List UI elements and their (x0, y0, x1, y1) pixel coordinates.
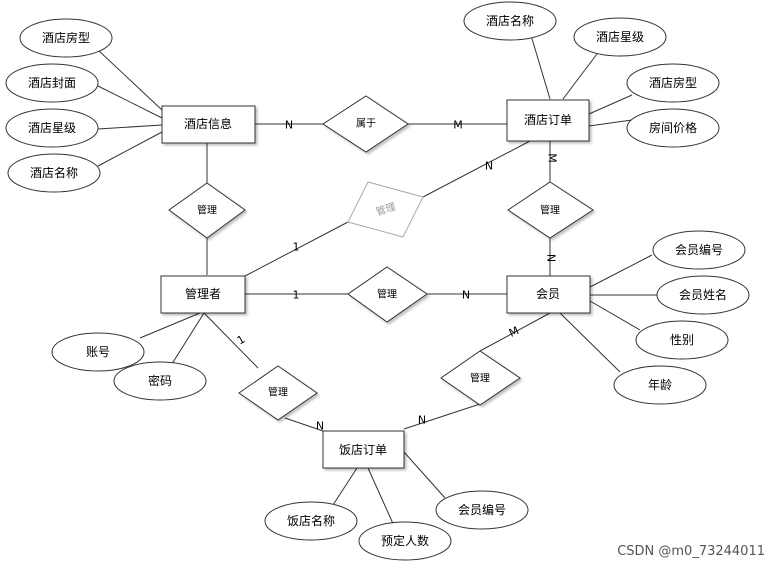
attribute-order-room-type[interactable]: 酒店房型 (626, 63, 720, 103)
cardinality-label: N (418, 414, 426, 427)
relationship-label: 管理 (377, 288, 397, 301)
attribute-label: 酒店名称 (486, 13, 534, 28)
relationship-manage-diagonal[interactable]: 管理 (347, 181, 424, 238)
watermark: CSDN @m0_73244011 (617, 544, 765, 559)
attribute-label: 密码 (148, 373, 172, 388)
relationship-belongs[interactable]: 属于 (322, 95, 409, 153)
cardinality-label: 1 (293, 241, 300, 254)
relationship-label: 管理 (540, 204, 560, 217)
attribute-label: 年龄 (648, 378, 672, 392)
relationship-label: 管理 (470, 372, 490, 385)
cardinality-label: 1 (235, 333, 248, 348)
entity-label: 酒店订单 (524, 113, 572, 127)
relationship-label: 属于 (356, 118, 376, 130)
attribute-restaurant-member-no[interactable]: 会员编号 (435, 490, 529, 530)
attribute-label: 饭店名称 (287, 513, 335, 528)
attribute-label: 预定人数 (381, 533, 429, 548)
attribute-room-price[interactable]: 房间价格 (626, 108, 720, 148)
attribute-label: 会员编号 (458, 502, 506, 517)
attribute-label: 酒店名称 (30, 165, 78, 180)
attribute-restaurant-name[interactable]: 饭店名称 (264, 501, 358, 541)
cardinality-label: N (285, 119, 293, 132)
relationship-manage-bottom-left[interactable]: 管理 (238, 365, 318, 421)
attribute-admin-password[interactable]: 密码 (113, 361, 207, 401)
cardinality-label: M (453, 119, 463, 132)
relationship-label: 管理 (197, 204, 217, 217)
relationship-manage-bottom-right[interactable]: 管理 (440, 350, 521, 406)
cardinality-label: N (545, 254, 558, 262)
entity-admin[interactable]: 管理者 (160, 275, 246, 314)
relationship-manage-right[interactable]: 管理 (507, 181, 594, 239)
attributes: 酒店房型 酒店封面 酒店星级 酒店名称 酒店名称 酒店星级 酒店房型 房间价 (5, 1, 750, 561)
attribute-label: 酒店房型 (42, 30, 90, 45)
attribute-label: 会员姓名 (679, 287, 727, 302)
attribute-label: 性别 (670, 333, 694, 347)
attribute-member-gender[interactable]: 性别 (635, 320, 729, 360)
attribute-reservation-count[interactable]: 预定人数 (358, 521, 452, 561)
connector-lines (97, 31, 657, 529)
cardinality-label: N (316, 420, 324, 433)
attribute-label: 酒店星级 (596, 30, 644, 44)
relationship-manage-left[interactable]: 管理 (168, 182, 246, 239)
attribute-hotel-cover[interactable]: 酒店封面 (5, 63, 99, 103)
relationship-label: 管理 (268, 386, 288, 399)
entity-label: 饭店订单 (339, 443, 387, 457)
cardinality-label: 1 (293, 289, 300, 302)
cardinality-label: N (462, 289, 470, 302)
attribute-hotel-name[interactable]: 酒店名称 (7, 153, 101, 193)
attribute-member-age[interactable]: 年龄 (613, 365, 707, 405)
attribute-order-hotel-star[interactable]: 酒店星级 (573, 17, 667, 57)
attribute-label: 会员编号 (675, 242, 723, 257)
attribute-label: 房间价格 (649, 120, 697, 135)
attribute-label: 账号 (86, 345, 110, 359)
entity-member[interactable]: 会员 (506, 275, 591, 314)
attribute-label: 酒店星级 (28, 121, 76, 135)
entity-restaurant-order[interactable]: 饭店订单 (322, 430, 405, 469)
entity-label: 酒店信息 (184, 116, 232, 131)
attribute-hotel-star[interactable]: 酒店星级 (5, 108, 99, 148)
attribute-order-hotel-name[interactable]: 酒店名称 (463, 1, 557, 41)
cardinalities: N M N 1 M N 1 N 1 N N M (235, 119, 559, 433)
relationship-manage-middle[interactable]: 管理 (347, 266, 428, 323)
attribute-hotel-room-type[interactable]: 酒店房型 (19, 18, 113, 58)
attribute-label: 酒店房型 (649, 75, 697, 90)
entity-hotel-order[interactable]: 酒店订单 (506, 99, 590, 142)
cardinality-label: N (485, 160, 493, 173)
attribute-label: 酒店封面 (28, 76, 76, 90)
relationships: 属于 管理 管理 管理 管理 管理 管理 (168, 95, 594, 421)
entities: 酒店信息 酒店订单 管理者 会员 饭店订单 (160, 99, 591, 469)
attribute-member-no[interactable]: 会员编号 (652, 230, 746, 270)
entity-label: 管理者 (185, 286, 221, 301)
cardinality-label: M (507, 324, 521, 340)
attribute-member-name[interactable]: 会员姓名 (656, 275, 750, 315)
cardinality-label: M (546, 153, 559, 163)
entity-label: 会员 (536, 287, 560, 301)
attribute-admin-account[interactable]: 账号 (51, 332, 145, 372)
entity-hotel-info[interactable]: 酒店信息 (161, 105, 256, 144)
